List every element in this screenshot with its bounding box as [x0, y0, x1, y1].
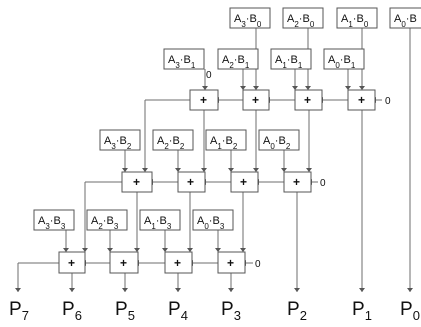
partial-product-a0b1: A0·B1	[323, 48, 365, 70]
partial-product-a2b0: A2·B0	[282, 7, 324, 29]
partial-product-a2b2: A2·B2	[152, 129, 194, 151]
svg-text:A2·B1: A2·B1	[222, 54, 250, 70]
svg-text:+: +	[252, 93, 259, 107]
partial-product-a3b3: A3·B3	[33, 209, 75, 231]
partial-product-a1b0: A1·B0	[336, 7, 378, 29]
output-p3: P3	[221, 299, 241, 323]
adder-r2-c1: +	[230, 171, 259, 193]
svg-text:A1·B0: A1·B0	[341, 13, 369, 29]
svg-text:A0·B3: A0·B3	[197, 215, 225, 231]
svg-text:A3·B2: A3·B2	[104, 135, 132, 151]
svg-text:+: +	[174, 256, 181, 270]
carry-in-labels: 0 0 0 0	[206, 70, 391, 270]
svg-text:+: +	[200, 93, 207, 107]
wires	[17, 28, 411, 292]
carry-in-zero-row1: 0	[385, 96, 391, 107]
svg-text:A3·B0: A3·B0	[234, 13, 262, 29]
adder-r3-c3: +	[58, 251, 86, 274]
arrowheads	[15, 86, 413, 292]
svg-text:+: +	[187, 175, 194, 189]
adder-r1-c2: +	[242, 89, 270, 111]
svg-text:A2·B3: A2·B3	[91, 215, 119, 231]
adder-r3-c2: +	[109, 251, 139, 274]
svg-text:+: +	[68, 256, 75, 270]
carry-in-zero-row2: 0	[320, 178, 326, 189]
partial-product-a1b3: A1·B3	[139, 209, 181, 231]
carry-in-zero-row3: 0	[255, 259, 261, 270]
svg-text:+: +	[133, 175, 140, 189]
adder-r1-c1: +	[294, 89, 323, 111]
output-p1: P1	[352, 299, 372, 323]
svg-text:+: +	[240, 175, 247, 189]
adder-r2-c0: +	[283, 171, 312, 193]
partial-product-a3b2: A3·B2	[99, 129, 141, 151]
output-p5: P5	[115, 299, 135, 323]
svg-text:A3·B1: A3·B1	[168, 54, 196, 70]
adder-r1-c3: +	[189, 89, 219, 111]
outputs: P7 P6 P5 P4 P3 P2 P1 P0	[9, 299, 420, 323]
partial-product-a0b3: A0·B3	[192, 209, 234, 231]
output-p7: P7	[9, 299, 29, 323]
b-index: 0	[257, 20, 262, 29]
svg-text:+: +	[304, 93, 311, 107]
adder-r1-c0: +	[347, 89, 376, 111]
a-label: A	[234, 13, 242, 25]
adders: + + + + + + + + + + + +	[58, 89, 376, 274]
partial-product-a0b2: A0·B2	[258, 129, 300, 151]
partial-product-a3b0: A3·B0	[229, 7, 271, 29]
a-index: 3	[241, 20, 246, 29]
output-p6: P6	[62, 299, 82, 323]
adder-r2-c3: +	[121, 171, 153, 193]
svg-text:A0·B: A0·B	[394, 13, 417, 29]
partial-products: A3·B0 A2·B0 A1·B0 A0·B A3·B1 A2·B1 A1·B1	[33, 7, 421, 231]
svg-text:+: +	[120, 256, 127, 270]
svg-text:A2·B0: A2·B0	[287, 13, 315, 29]
partial-product-a2b3: A2·B3	[86, 209, 128, 231]
output-p4: P4	[168, 299, 188, 323]
svg-text:A1·B3: A1·B3	[144, 215, 172, 231]
partial-product-a1b2: A1·B2	[205, 129, 247, 151]
partial-product-a1b1: A1·B1	[270, 48, 312, 70]
adder-r2-c2: +	[177, 171, 206, 193]
b-label: B	[249, 13, 256, 25]
partial-product-a2b1: A2·B1	[217, 48, 259, 70]
adder-r3-c0: +	[217, 251, 246, 274]
svg-text:A1·B2: A1·B2	[210, 135, 238, 151]
svg-text:+: +	[227, 256, 234, 270]
svg-text:A2·B2: A2·B2	[157, 135, 185, 151]
partial-product-a0b0: A0·B	[389, 7, 421, 29]
svg-text:+: +	[293, 175, 300, 189]
svg-text:A3·B3: A3·B3	[38, 215, 66, 231]
partial-product-a3b1: A3·B1	[163, 48, 205, 70]
carry-in-zero-top: 0	[206, 70, 212, 81]
svg-text:A1·B1: A1·B1	[275, 54, 303, 70]
adder-r3-c1: +	[164, 251, 193, 274]
output-p0: P0	[400, 299, 420, 323]
svg-text:A0·B1: A0·B1	[328, 54, 356, 70]
output-p2: P2	[287, 299, 307, 323]
svg-text:A0·B2: A0·B2	[263, 135, 291, 151]
svg-text:+: +	[358, 93, 365, 107]
